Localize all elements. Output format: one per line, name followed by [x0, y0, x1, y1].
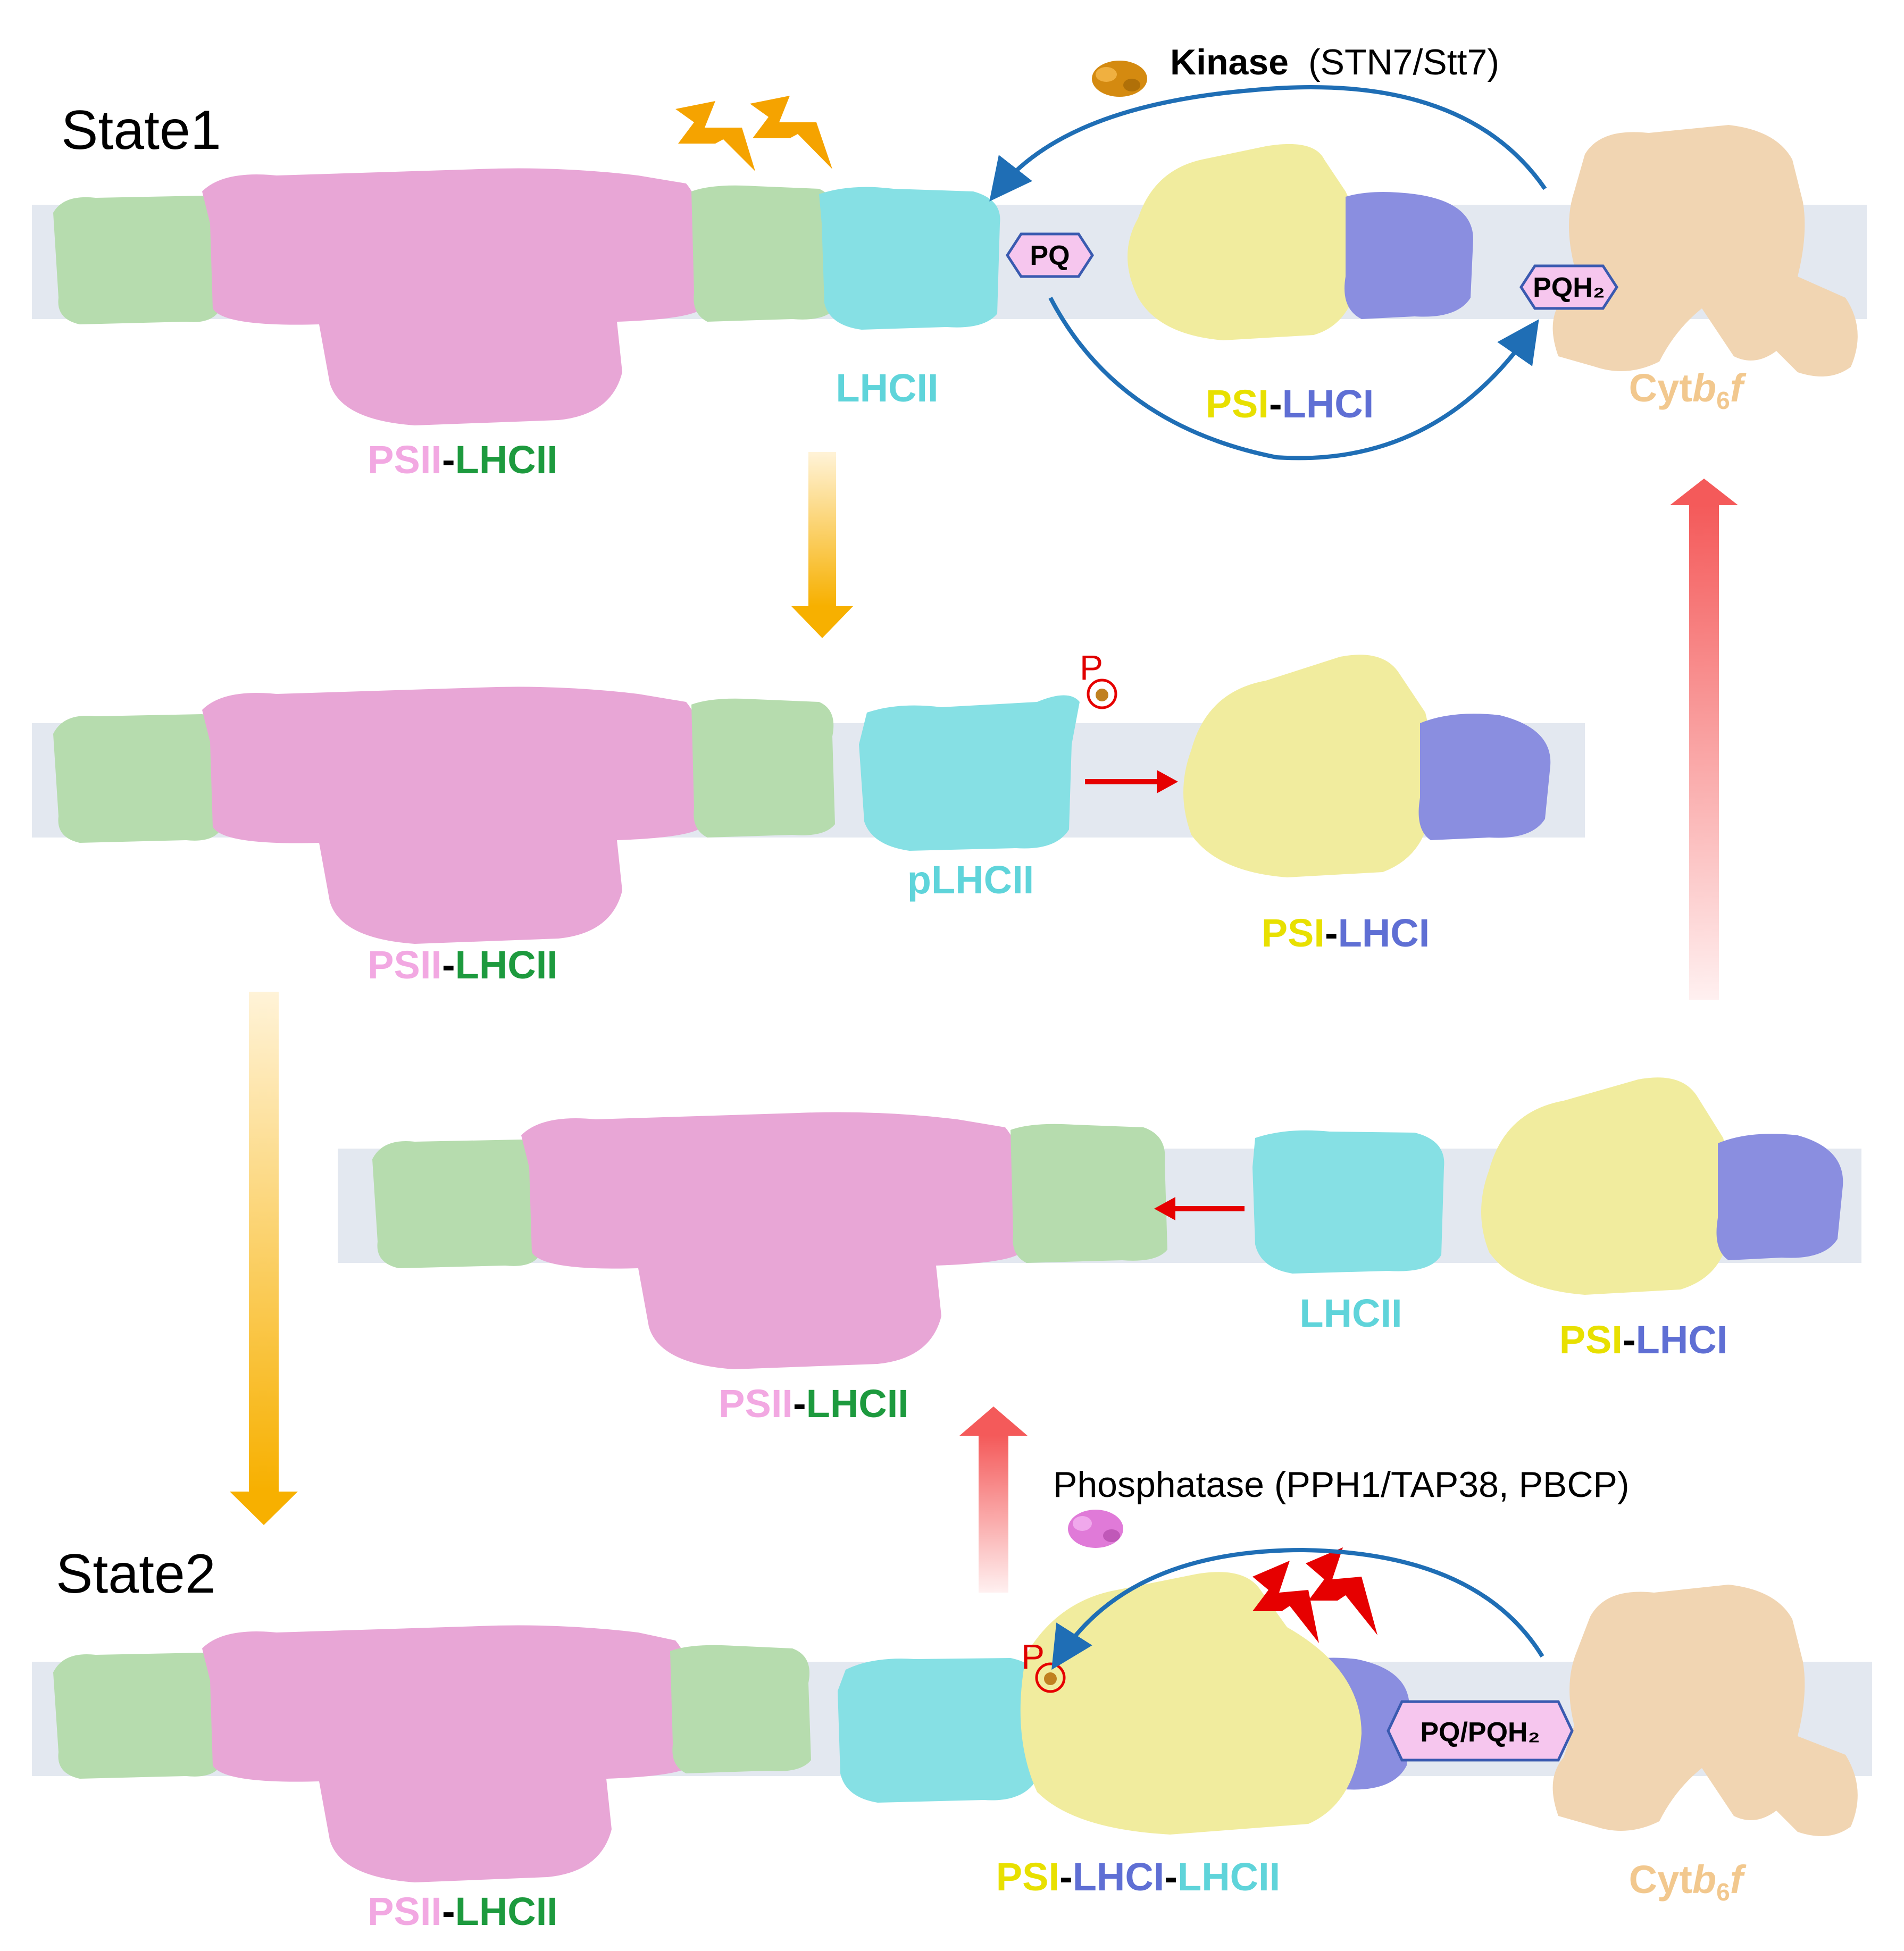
- lightning-icon-low-1: [675, 101, 755, 171]
- transition-arrow-up-middle: [959, 1406, 1028, 1593]
- psi-lhci-row3: [1481, 1077, 1843, 1295]
- lightning-icon-low-2: [750, 96, 832, 169]
- psi-lhci-label-row1: PSI-LHCI: [1206, 382, 1374, 426]
- cytb6f-row4: [1552, 1585, 1858, 1836]
- transition-arrow-up-right: [1670, 479, 1738, 1000]
- phospho-mark-row2: P: [1080, 648, 1103, 687]
- state1-label: State1: [61, 99, 221, 161]
- cytb6f-row1: [1552, 125, 1858, 376]
- phospho-site-row2: P: [1080, 648, 1117, 709]
- plhcii-row2: [859, 695, 1080, 851]
- lhcii-attached-row4: [838, 1658, 1040, 1803]
- phosphatase-activation-arrow: [1051, 1547, 1544, 1670]
- transition-arrow-down-2: [230, 992, 298, 1525]
- lhcii-mobile-row3: [1252, 1130, 1444, 1274]
- psi-lhci-row2: [1183, 655, 1551, 877]
- psi-lhci-lhcii-supercomplex: [838, 1572, 1409, 1835]
- migration-arrow-to-psii: [1154, 1197, 1245, 1220]
- cytb6f-label-row1: Cytb6f: [1629, 366, 1747, 414]
- lightning-icon-high-2: [1306, 1547, 1377, 1635]
- psi-lhci-row1: [1128, 144, 1473, 340]
- pq-label: PQ: [1030, 240, 1070, 271]
- migration-arrow-to-psi: [1085, 770, 1178, 793]
- psii-lhcii-label-row1: PSII-LHCII: [368, 438, 558, 482]
- pq-to-pqh2-arrow: [1048, 297, 1539, 460]
- psii-lhcii-supercomplex-row4: [53, 1625, 811, 1882]
- lhcii-antenna-right: [691, 185, 835, 322]
- psii-lhcii-label-row2: PSII-LHCII: [368, 943, 558, 987]
- lhcii-antenna-left: [53, 196, 221, 324]
- pq-pqh2-carrier-row4: PQ/PQH₂: [1387, 1700, 1574, 1762]
- psii-core: [202, 168, 702, 425]
- lightning-icon-high-1: [1252, 1561, 1319, 1643]
- state2-label: State2: [56, 1543, 216, 1605]
- cytb6f-label-row4: Cytb6f: [1629, 1857, 1747, 1906]
- psii-lhcii-label-row3: PSII-LHCII: [719, 1381, 909, 1426]
- kinase-activation-arrow: [989, 85, 1547, 202]
- phosphatase-protein-icon: [1068, 1510, 1123, 1548]
- psi-core-row4: [1020, 1572, 1362, 1835]
- psi-core: [1128, 144, 1359, 340]
- lhcii-mobile-row1: [819, 187, 1000, 330]
- psi-lhci-label-row2: PSI-LHCI: [1262, 911, 1430, 955]
- kinase-detail: (STN7/Stt7): [1308, 42, 1499, 82]
- lhci: [1345, 192, 1473, 319]
- phospho-site-row4: P: [1021, 1637, 1066, 1693]
- psii-lhcii-supercomplex-row3: [372, 1112, 1167, 1369]
- psi-lhci-lhcii-label: PSI-LHCI-LHCII: [996, 1855, 1280, 1899]
- lhcii-label-row1: LHCII: [836, 366, 938, 410]
- pq-pqh2-label: PQ/PQH₂: [1420, 1717, 1540, 1748]
- pqh2-label: PQH₂: [1533, 272, 1605, 303]
- phosphatase-label: Phosphatase (PPH1/TAP38, PBCP): [1053, 1464, 1629, 1505]
- pq-carrier-row1: PQ: [1006, 232, 1094, 278]
- psii-lhcii-supercomplex-row2: [53, 686, 835, 944]
- psii-lhcii-supercomplex-row1: [53, 168, 835, 425]
- phospho-mark-row4: P: [1021, 1637, 1045, 1676]
- lhcii-label-row3: LHCII: [1299, 1291, 1402, 1335]
- plhcii-label: pLHCII: [907, 858, 1034, 902]
- kinase-name: Kinase: [1170, 42, 1289, 82]
- pqh2-carrier-row1: PQH₂: [1519, 264, 1618, 310]
- kinase-protein-icon: [1092, 61, 1147, 97]
- transition-arrow-down-1: [791, 452, 853, 638]
- psi-lhci-label-row3: PSI-LHCI: [1559, 1318, 1728, 1362]
- psii-lhcii-label-row4: PSII-LHCII: [368, 1889, 558, 1933]
